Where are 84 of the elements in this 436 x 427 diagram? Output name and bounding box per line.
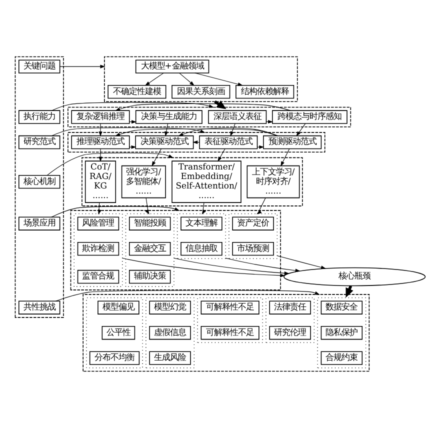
cluster — [197, 296, 263, 343]
arrow — [52, 126, 206, 136]
arrow — [115, 128, 278, 136]
node-box: 智能投顾 — [128, 216, 171, 230]
arrow — [60, 64, 106, 68]
node-box: 虚假信息 — [149, 326, 191, 340]
arrow — [98, 148, 102, 162]
node-box: 辅助决策 — [128, 269, 171, 284]
node-box: 风险管理 — [77, 216, 120, 230]
arrow — [194, 72, 243, 86]
node-box: 共性挑战 — [18, 300, 60, 314]
node-box: 结构依赖解释 — [236, 84, 294, 98]
node-box: 跨模态与时序感知 — [272, 110, 348, 124]
arrow — [276, 254, 326, 269]
node-box: 合规约束 — [320, 350, 363, 364]
arrow — [98, 122, 102, 136]
node-box: 执行能力 — [18, 110, 60, 124]
node-box: 可解释性不足 — [200, 326, 260, 340]
arrow — [230, 122, 236, 136]
node-box: 预测驱动范式 — [263, 134, 322, 149]
arrow — [178, 127, 278, 136]
node-box: 研究范式 — [18, 134, 60, 149]
node-box: 法律责任 — [269, 300, 311, 314]
cluster — [176, 212, 226, 259]
arrow — [145, 197, 150, 214]
arrow — [164, 122, 168, 136]
node-box: 生成风险 — [149, 350, 191, 364]
node-box: 可解释性不足 — [200, 300, 260, 314]
arrow — [115, 102, 291, 110]
node-box: 表征驱动范式 — [199, 134, 258, 149]
cluster — [14, 56, 64, 318]
node-box: 公平性 — [102, 326, 136, 340]
arrow — [218, 148, 226, 162]
arrow — [225, 257, 300, 272]
cluster — [86, 296, 143, 368]
arrow — [144, 72, 164, 86]
node-box: 决策驱动范式 — [135, 134, 194, 149]
arrow — [202, 202, 206, 214]
cluster — [82, 294, 370, 372]
cluster — [125, 212, 174, 286]
arrow — [46, 152, 174, 176]
node-box: 隐私保护 — [320, 326, 363, 340]
arrow — [152, 148, 162, 166]
cluster — [317, 296, 366, 368]
arrow — [174, 257, 290, 274]
arrow — [55, 290, 320, 301]
node-box: 推理驱动范式 — [71, 134, 130, 149]
cluster — [228, 212, 278, 259]
arrow — [280, 148, 290, 166]
node-box: 模型幻觉 — [149, 300, 191, 314]
node-box: 研究伦理 — [269, 326, 311, 340]
node-box: 数据安全 — [320, 300, 363, 314]
cluster — [74, 212, 123, 286]
node-box: 市场预测 — [232, 242, 274, 256]
node-box: 强化学习/ 多智能体/ ...... — [121, 164, 166, 198]
arrow — [256, 197, 266, 214]
node-box: CoT/ RAG/ KG ...... — [84, 160, 116, 202]
node-box: 欺诈检测 — [77, 242, 120, 256]
arrow — [98, 202, 102, 214]
node-box: 核心机制 — [18, 174, 60, 188]
node-box: 场景应用 — [18, 216, 60, 230]
node-box: 信息抽取 — [180, 242, 222, 256]
node-box: 上下文学习/ 时序对齐/ ...... — [246, 164, 300, 198]
node-box: 模型偏见 — [98, 300, 140, 314]
node-box: 深层语义表征 — [208, 110, 267, 124]
node-box: 资产定价 — [232, 216, 274, 230]
node-box: 因果关系刻画 — [172, 84, 230, 98]
cluster — [146, 296, 195, 368]
arrow — [51, 206, 180, 217]
arrow — [179, 72, 195, 86]
node-box: 监管合规 — [77, 269, 120, 284]
arrow — [129, 144, 136, 148]
cluster — [266, 296, 315, 343]
node-box: 大模型+金融领域 — [135, 59, 210, 73]
node-box: Transformer/ Embedding/ Self-Attention/ ...... — [172, 160, 242, 202]
node-box: 金融交互 — [128, 242, 171, 256]
cluster — [104, 56, 298, 102]
node-box: 分布不均衡 — [89, 350, 140, 364]
node-box: 复杂逻辑推理 — [71, 110, 130, 124]
node-box: 关键问题 — [18, 59, 60, 73]
node-box: 不确定性建模 — [108, 84, 166, 98]
arrow — [296, 122, 306, 136]
node-box: 文本理解 — [180, 216, 222, 230]
node-box: 决策与生成能力 — [135, 110, 202, 124]
